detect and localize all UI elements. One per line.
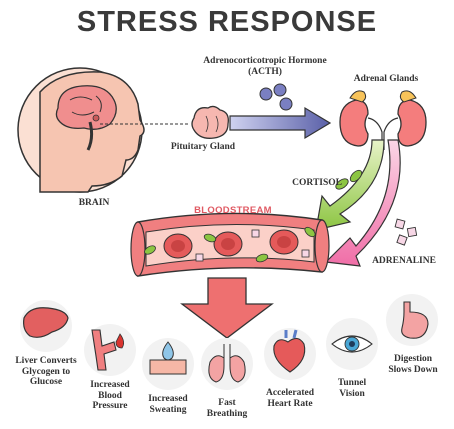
head-illustration: [17, 67, 190, 193]
blood-vessel-icon: [84, 324, 136, 376]
adrenal-glands-icon: [339, 90, 427, 150]
effect-label-sweating: Increased Sweating: [148, 394, 188, 415]
red-blood-cells: [163, 229, 299, 259]
diagram-title: STRESS RESPONSE: [76, 6, 378, 38]
effect-label-breathing: Fast Breathing: [206, 398, 248, 419]
acth-arrow: [229, 106, 332, 140]
cortisol-label: CORTISOL: [292, 178, 342, 188]
lungs-icon: [201, 338, 253, 390]
adrenaline-label: ADRENALINE: [372, 256, 436, 266]
adrenaline-molecules: [394, 218, 418, 246]
effect-label-tunnel-vision: Tunnel Vision: [337, 378, 367, 399]
effect-label-liver: Liver Converts Glycogen to Glucose: [15, 356, 77, 387]
sweat-drop-icon: [142, 338, 194, 390]
blood-vessel: [130, 212, 330, 277]
acth-label: Adrenocorticotropic Hormone (ACTH): [203, 56, 327, 77]
brain-icon: [55, 85, 117, 130]
pituitary-gland-icon: [191, 105, 229, 139]
vessel-molecules: [144, 226, 316, 263]
liver-icon: [20, 300, 72, 352]
acth-molecules: [259, 83, 293, 111]
pituitary-gland-label: Pituitary Gland: [170, 142, 236, 152]
eye-icon: [326, 318, 378, 370]
cortisol-arrow: [315, 139, 385, 231]
cortisol-molecules: [335, 169, 363, 190]
heart-icon: [264, 328, 316, 380]
effects-arrow: [180, 277, 274, 339]
stomach-icon: [386, 294, 438, 346]
effect-label-digestion: Digestion Slows Down: [388, 354, 438, 375]
effect-label-blood-pressure: Increased Blood Pressure: [90, 380, 130, 411]
adrenal-glands-label: Adrenal Glands: [353, 74, 419, 84]
bloodstream-label: BLOODSTREAM: [194, 205, 272, 216]
brain-label: BRAIN: [78, 198, 110, 208]
effect-label-heart-rate: Accelerated Heart Rate: [266, 388, 314, 409]
adrenaline-arrow: [324, 139, 401, 267]
